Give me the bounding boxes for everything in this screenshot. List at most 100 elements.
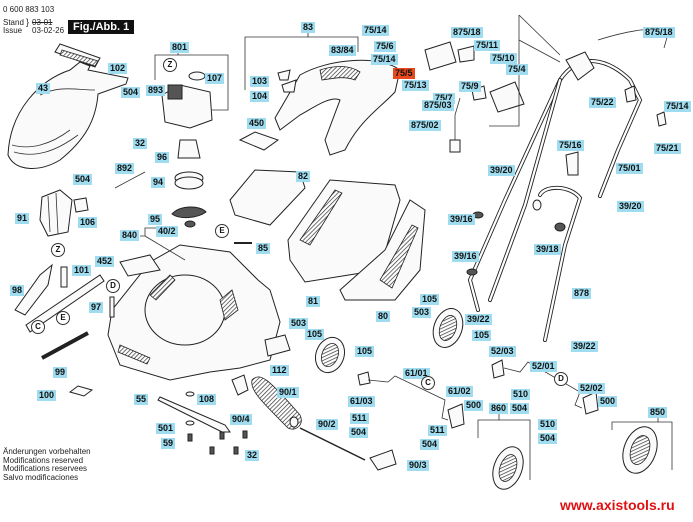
part-callout[interactable]: 83 xyxy=(301,22,316,33)
part-callout[interactable]: 75/7 xyxy=(433,93,455,104)
part-callout[interactable]: 32 xyxy=(245,450,260,461)
part-callout[interactable]: 91 xyxy=(15,213,30,224)
part-callout[interactable]: 875/18 xyxy=(451,27,483,38)
part-callout[interactable]: 90/3 xyxy=(407,460,429,471)
part-callout[interactable]: 39/16 xyxy=(448,214,475,225)
flap-82 xyxy=(229,169,306,226)
part-callout[interactable]: 801 xyxy=(170,42,190,53)
part-callout[interactable]: 52/03 xyxy=(489,346,516,357)
part-callout[interactable]: 504 xyxy=(510,403,530,414)
part-callout[interactable]: 893 xyxy=(146,85,166,96)
part-callout[interactable]: 96 xyxy=(155,152,170,163)
part-callout[interactable]: 52/02 xyxy=(578,383,605,394)
website-link[interactable]: www.axistools.ru xyxy=(560,497,675,513)
part-callout[interactable]: 860 xyxy=(489,403,509,414)
part-callout[interactable]: 878 xyxy=(572,288,592,299)
part-callout[interactable]: 75/9 xyxy=(459,81,481,92)
part-callout[interactable]: 75/11 xyxy=(474,40,501,51)
part-callout[interactable]: 503 xyxy=(289,318,309,329)
part-callout[interactable]: 101 xyxy=(72,265,92,276)
part-callout[interactable]: 90/2 xyxy=(316,419,338,430)
part-callout[interactable]: 100 xyxy=(37,390,57,401)
part-callout[interactable]: 875/02 xyxy=(409,120,441,131)
part-callout[interactable]: 75/6 xyxy=(374,41,396,52)
part-callout[interactable]: 510 xyxy=(538,419,558,430)
part-callout[interactable]: 75/13 xyxy=(402,80,429,91)
part-callout[interactable]: 39/22 xyxy=(465,314,492,325)
part-callout[interactable]: 875/03 xyxy=(422,100,454,111)
part-callout[interactable]: 503 xyxy=(412,307,432,318)
blade-55 xyxy=(157,396,231,433)
part-callout[interactable]: 90/4 xyxy=(230,414,252,425)
part-callout[interactable]: 43 xyxy=(36,83,51,94)
part-callout[interactable]: 83/84 xyxy=(329,45,356,56)
part-callout[interactable]: 39/18 xyxy=(534,244,561,255)
part-callout[interactable]: 75/01 xyxy=(616,163,643,174)
part-callout[interactable]: 504 xyxy=(420,439,440,450)
part-callout[interactable]: 504 xyxy=(73,174,93,185)
part-callout[interactable]: 840 xyxy=(120,230,140,241)
part-callout[interactable]: 504 xyxy=(121,87,141,98)
part-callout[interactable]: 99 xyxy=(53,367,68,378)
part-callout[interactable]: 80 xyxy=(376,311,391,322)
axle-bar-101 xyxy=(25,274,105,333)
part-callout[interactable]: 105 xyxy=(305,329,325,340)
part-callout[interactable]: 501 xyxy=(156,423,176,434)
part-callout[interactable]: 82 xyxy=(296,171,311,182)
part-callout[interactable]: 40/2 xyxy=(156,226,178,237)
part-callout[interactable]: 107 xyxy=(205,73,225,84)
part-callout[interactable]: 104 xyxy=(250,91,270,102)
part-callout[interactable]: 39/22 xyxy=(571,341,598,352)
part-callout[interactable]: 510 xyxy=(511,389,531,400)
part-callout[interactable]: 98 xyxy=(10,285,25,296)
part-callout[interactable]: 106 xyxy=(78,217,98,228)
part-callout[interactable]: 504 xyxy=(538,433,558,444)
part-callout[interactable]: 39/16 xyxy=(452,251,479,262)
part-callout[interactable]: 85 xyxy=(256,243,271,254)
part-callout[interactable]: 452 xyxy=(95,256,115,267)
part-callout[interactable]: 39/20 xyxy=(617,201,644,212)
part-callout[interactable]: 450 xyxy=(247,118,267,129)
part-callout[interactable]: 75/14 xyxy=(371,54,398,65)
part-callout[interactable]: 511 xyxy=(350,413,369,424)
part-callout[interactable]: 75/21 xyxy=(654,143,681,154)
part-callout[interactable]: 81 xyxy=(306,296,321,307)
part-callout[interactable]: 94 xyxy=(151,177,166,188)
part-callout[interactable]: 61/01 xyxy=(403,368,430,379)
part-callout[interactable]: 55 xyxy=(134,394,149,405)
wheel-rear-left-860 xyxy=(492,446,524,490)
part-callout[interactable]: 75/16 xyxy=(557,140,584,151)
part-callout[interactable]: 875/18 xyxy=(643,27,675,38)
part-callout[interactable]: 105 xyxy=(355,346,375,357)
reference-marker: C xyxy=(421,376,435,390)
part-callout[interactable]: 90/1 xyxy=(277,387,299,398)
part-callout[interactable]: 52/01 xyxy=(530,361,557,372)
part-callout[interactable]: 32 xyxy=(133,138,148,149)
part-callout[interactable]: 103 xyxy=(250,76,270,87)
callout-highlighted[interactable]: 75/5 xyxy=(393,68,415,79)
part-callout[interactable]: 97 xyxy=(89,302,104,313)
part-callout[interactable]: 102 xyxy=(108,63,128,74)
part-callout[interactable]: 59 xyxy=(161,438,176,449)
part-callout[interactable]: 75/4 xyxy=(506,64,528,75)
part-callout[interactable]: 108 xyxy=(197,394,217,405)
part-callout[interactable]: 75/10 xyxy=(490,53,517,64)
part-callout[interactable]: 61/02 xyxy=(446,386,473,397)
part-callout[interactable]: 850 xyxy=(648,407,668,418)
part-callout[interactable]: 61/03 xyxy=(348,396,375,407)
part-callout[interactable]: 75/14 xyxy=(362,25,389,36)
note-line: Änderungen vorbehalten xyxy=(3,447,91,456)
part-callout[interactable]: 504 xyxy=(349,427,369,438)
part-callout[interactable]: 500 xyxy=(464,400,484,411)
part-callout[interactable]: 112 xyxy=(270,365,289,376)
part-callout[interactable]: 39/20 xyxy=(488,165,515,176)
part-callout[interactable]: 95 xyxy=(148,214,163,225)
part-callout[interactable]: 511 xyxy=(428,425,447,436)
part-callout[interactable]: 105 xyxy=(420,294,440,305)
part-callout[interactable]: 105 xyxy=(472,330,492,341)
part-callout[interactable]: 75/14 xyxy=(664,101,691,112)
part-callout[interactable]: 75/22 xyxy=(589,97,616,108)
part-callout[interactable]: 500 xyxy=(598,396,618,407)
part-callout[interactable]: 892 xyxy=(115,163,135,174)
